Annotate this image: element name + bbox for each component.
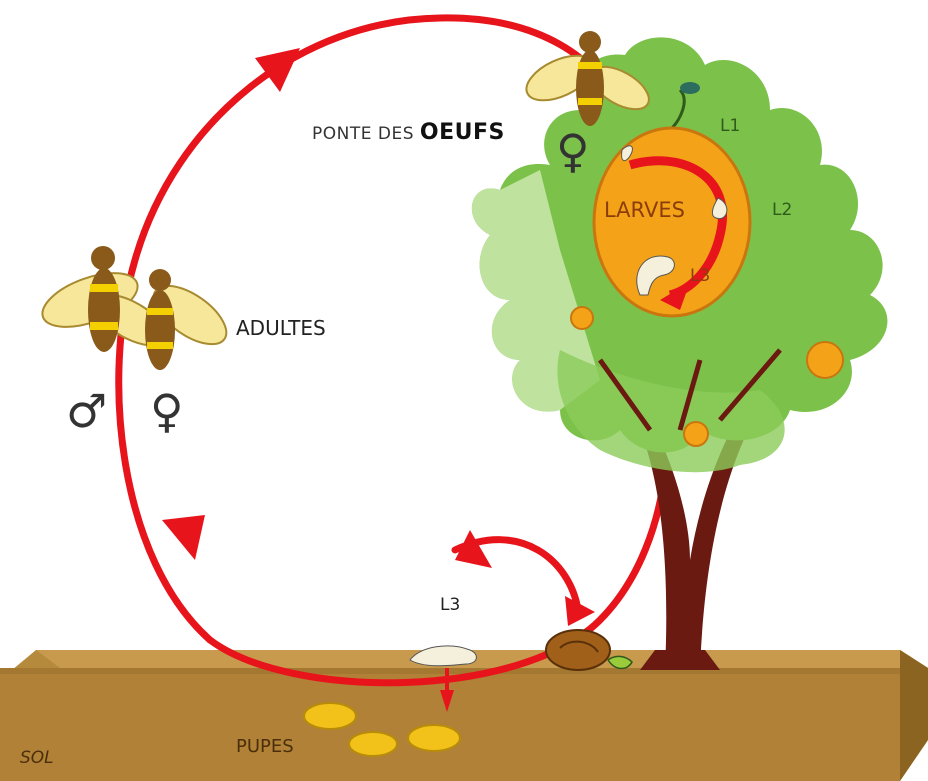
label-l2: L2 <box>772 202 792 219</box>
label-egg-laying: PONTE DES OEUFS <box>312 122 505 144</box>
arrowhead-left-lower <box>162 515 205 560</box>
label-l1: L1 <box>720 118 740 135</box>
label-larvae: LARVES <box>604 200 685 221</box>
arrowhead-soil-return <box>455 530 492 568</box>
label-egg-laying-suffix: OEUFS <box>420 120 505 145</box>
female-symbol-icon: ♀ <box>150 388 184 434</box>
label-soil: SOL <box>20 750 54 767</box>
label-l3-fruit: L3 <box>690 268 710 285</box>
label-adults: ADULTES <box>236 318 326 338</box>
arrowhead-top <box>255 48 300 92</box>
male-symbol-icon: ♂ <box>66 388 107 434</box>
fruit-larvae <box>594 128 750 316</box>
arrowhead-drop <box>565 596 595 626</box>
female-laying-symbol-icon: ♀ <box>556 128 590 174</box>
label-l3-soil: L3 <box>440 597 460 614</box>
soil-block <box>0 650 928 781</box>
fly-adult-female <box>144 269 236 370</box>
label-egg-laying-prefix: PONTE DES <box>312 124 420 144</box>
label-pupae: PUPES <box>236 738 294 756</box>
larva-soil <box>410 646 476 666</box>
